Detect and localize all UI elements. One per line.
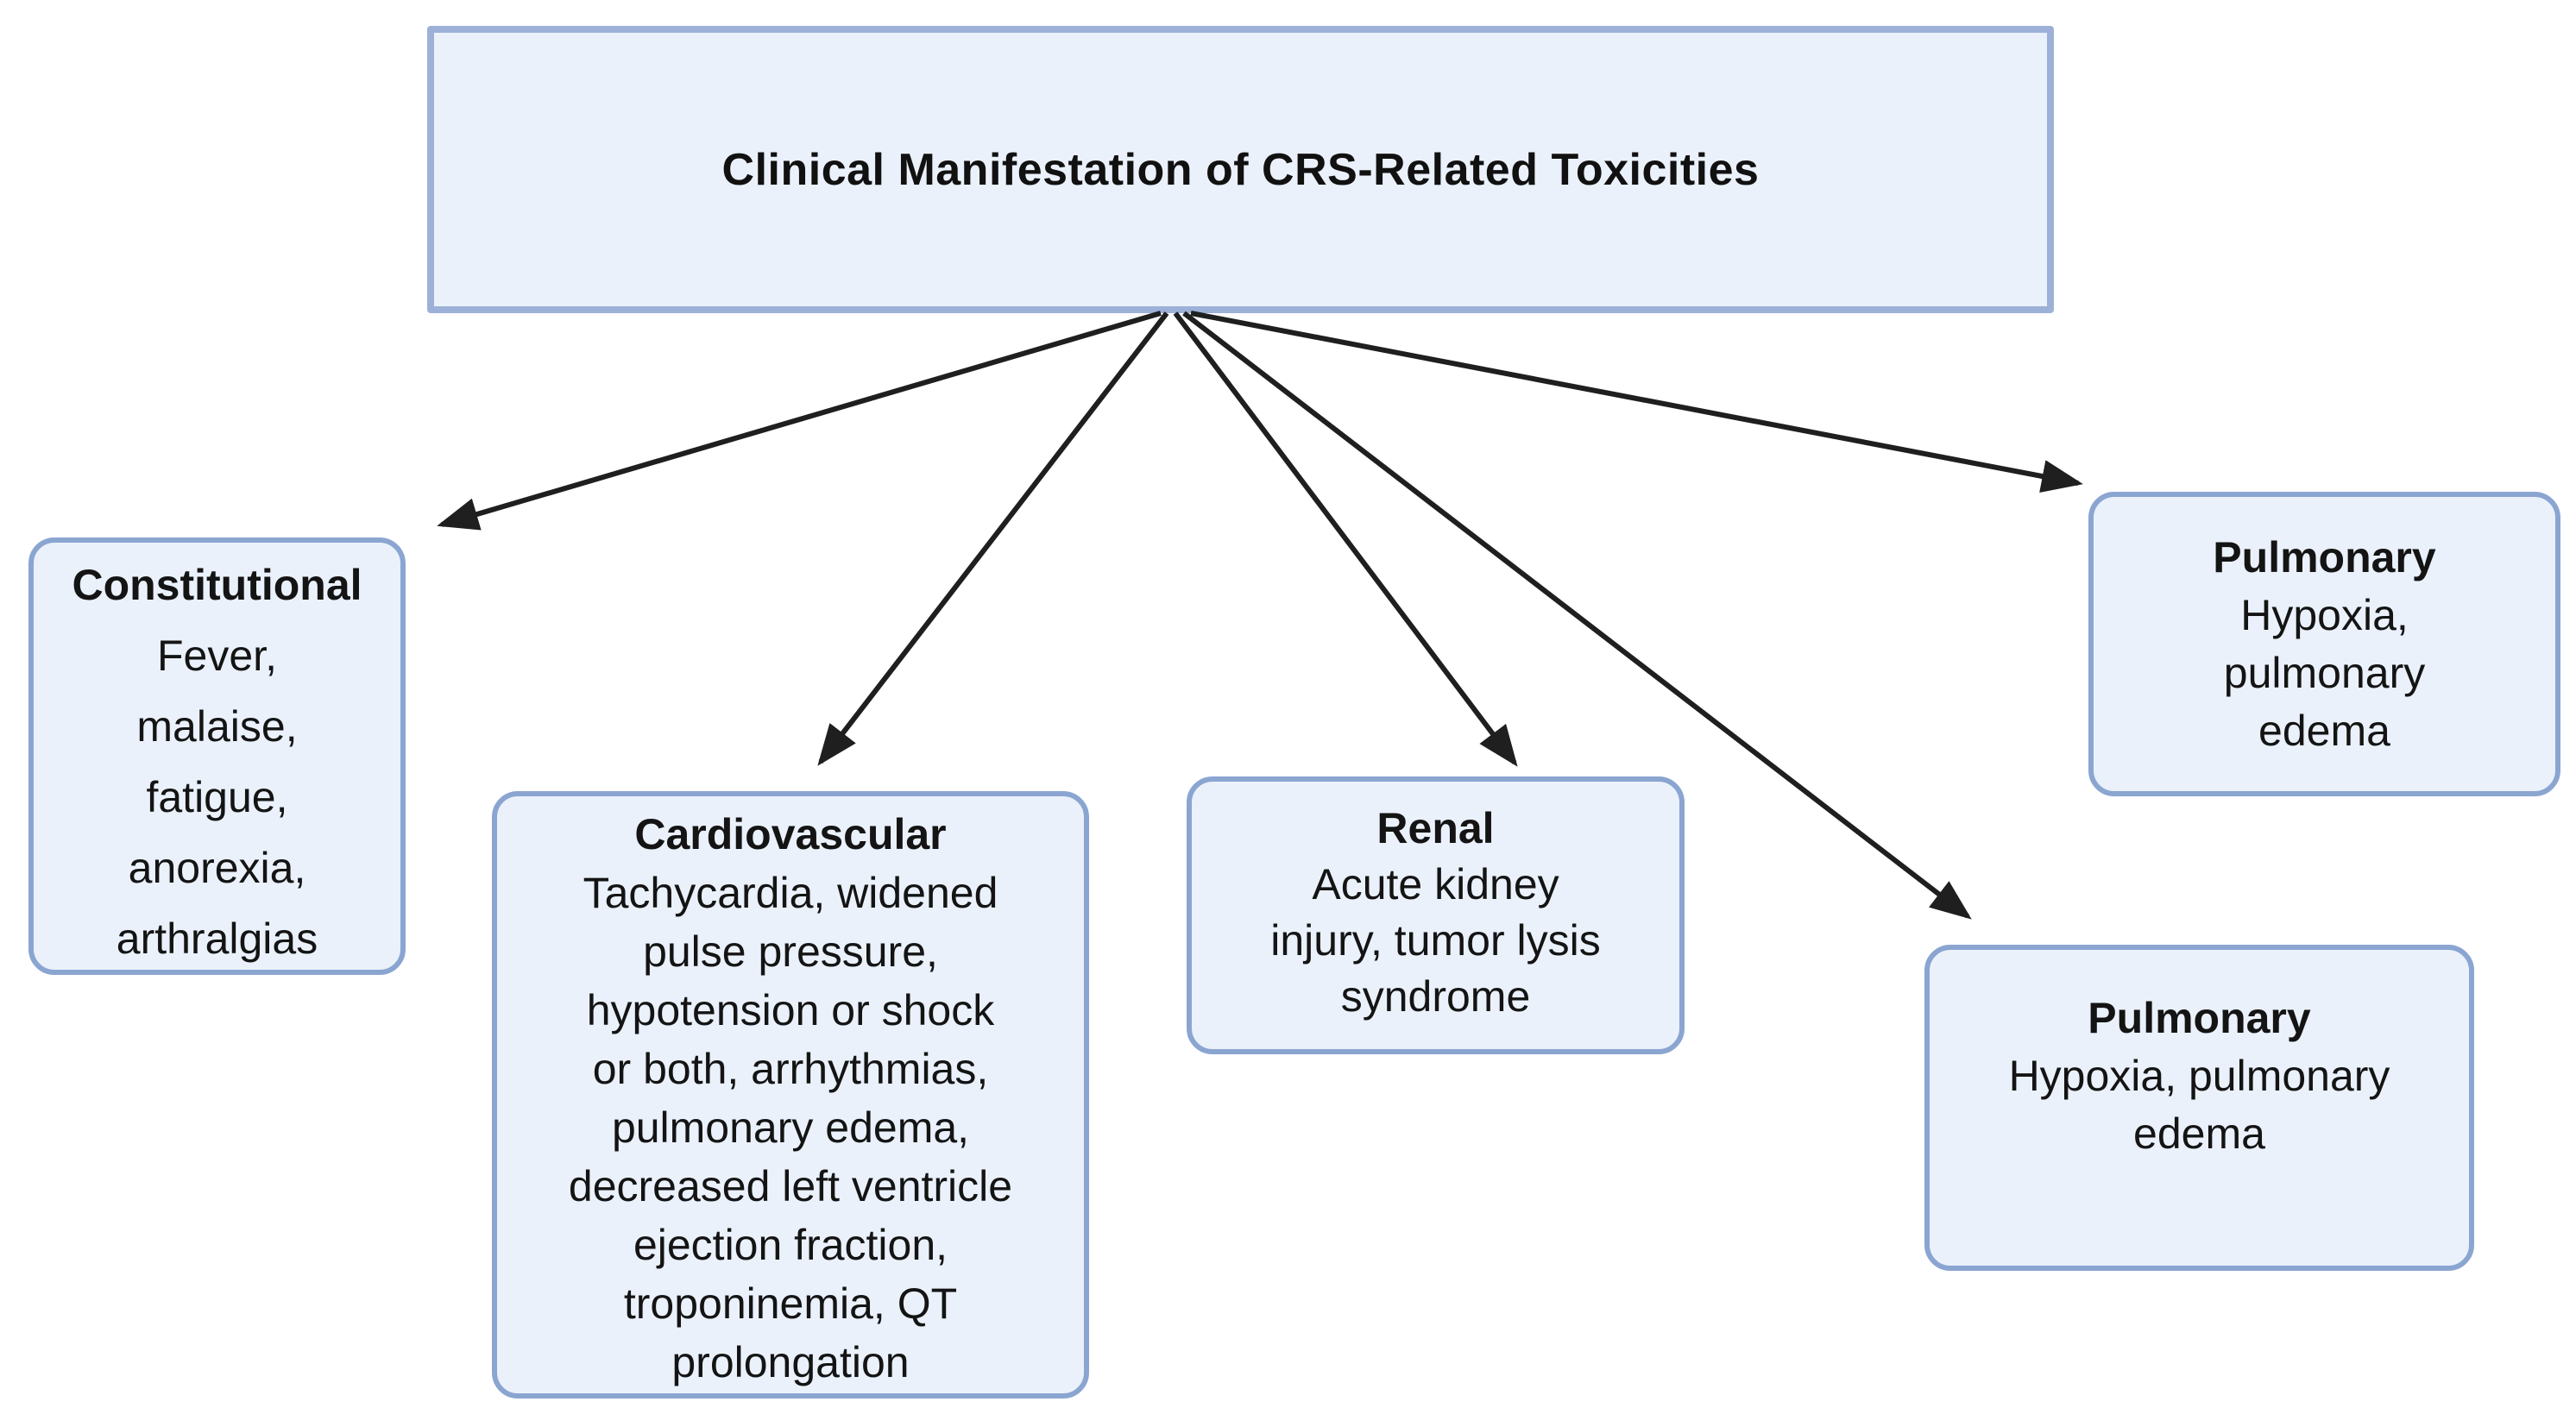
node-cardiovascular-heading: Cardiovascular <box>634 810 947 858</box>
arrow-to-pulmonary-upper <box>1190 311 2083 493</box>
node-constitutional: Constitutional Fever, malaise, fatigue, … <box>28 537 406 975</box>
arrow-to-cardiovascular <box>817 311 1169 766</box>
node-cardiovascular: Cardiovascular Tachycardia, widened puls… <box>492 791 1089 1399</box>
node-pulmonary-upper: Pulmonary Hypoxia, pulmonary edema <box>2088 492 2560 796</box>
title-node: Clinical Manifestation of CRS-Related To… <box>427 26 2054 313</box>
arrow-to-constitutional <box>437 311 1162 531</box>
node-renal-heading: Renal <box>1376 804 1495 852</box>
node-pulmonary-upper-heading: Pulmonary <box>2213 532 2436 581</box>
node-pulmonary-lower-body: Hypoxia, pulmonary edema <box>2008 1052 2390 1158</box>
diagram-title: Clinical Manifestation of CRS-Related To… <box>721 144 1760 195</box>
node-constitutional-heading: Constitutional <box>72 561 362 609</box>
node-pulmonary-lower-heading: Pulmonary <box>2088 994 2311 1042</box>
node-renal-body: Acute kidney injury, tumor lysis syndrom… <box>1270 860 1601 1021</box>
node-constitutional-body: Fever, malaise, fatigue, anorexia, arthr… <box>116 632 318 963</box>
node-renal: Renal Acute kidney injury, tumor lysis s… <box>1187 776 1685 1054</box>
node-cardiovascular-body: Tachycardia, widened pulse pressure, hyp… <box>568 869 1013 1386</box>
node-pulmonary-lower: Pulmonary Hypoxia, pulmonary edema <box>1924 945 2474 1271</box>
arrow-to-renal <box>1173 311 1518 767</box>
node-pulmonary-upper-body: Hypoxia, pulmonary edema <box>2223 590 2426 755</box>
